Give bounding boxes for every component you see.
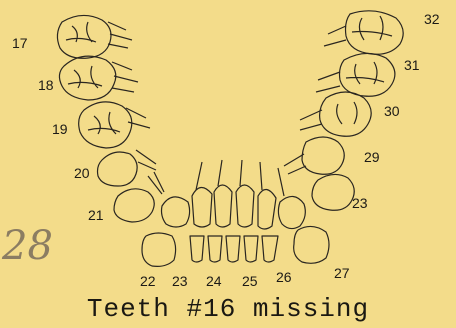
tooth-number-label: 27 xyxy=(334,266,350,280)
tooth-incisor-1 xyxy=(162,197,190,227)
tooth-17 xyxy=(57,15,111,58)
tooth-number-label: 20 xyxy=(74,166,90,180)
tooth-number-label: 17 xyxy=(12,36,28,50)
tooth-number-label: 25 xyxy=(242,274,258,288)
tooth-26 xyxy=(244,236,258,262)
tooth-30 xyxy=(320,92,372,136)
tooth-number-label: 23 xyxy=(172,274,188,288)
tooth-21 xyxy=(114,189,154,222)
tooth-19 xyxy=(79,102,132,148)
tooth-number-label: 26 xyxy=(276,270,292,284)
tooth-incisor-5 xyxy=(258,189,276,229)
tooth-number-label: 18 xyxy=(38,78,54,92)
tooth-26b xyxy=(262,236,278,262)
tooth-number-label: 22 xyxy=(140,274,156,288)
tooth-incisor-2 xyxy=(192,187,212,227)
tooth-20 xyxy=(98,152,138,186)
tooth-number-label: 19 xyxy=(52,122,68,136)
tooth-27 xyxy=(294,226,329,263)
tooth-number-label: 30 xyxy=(384,104,400,118)
tooth-22 xyxy=(142,233,176,266)
tooth-23-right xyxy=(312,174,354,210)
tooth-incisor-4 xyxy=(236,185,254,227)
caption: Teeth #16 missing xyxy=(0,296,456,322)
tooth-number-label: 29 xyxy=(364,150,380,164)
tooth-number-label: 21 xyxy=(88,208,104,222)
tooth-number-label: 24 xyxy=(206,274,222,288)
tooth-number-label: 23 xyxy=(352,196,368,210)
tooth-29 xyxy=(302,137,344,174)
tooth-number-label: 32 xyxy=(424,12,440,26)
tooth-incisor-6 xyxy=(278,196,305,228)
tooth-24 xyxy=(208,236,222,262)
handwritten-note: 28 xyxy=(2,226,53,266)
tooth-31 xyxy=(340,53,395,96)
tooth-18 xyxy=(59,56,115,100)
tooth-25 xyxy=(226,236,240,262)
tooth-23 xyxy=(190,236,204,262)
tooth-number-label: 31 xyxy=(404,58,420,72)
tooth-incisor-3 xyxy=(214,185,232,227)
